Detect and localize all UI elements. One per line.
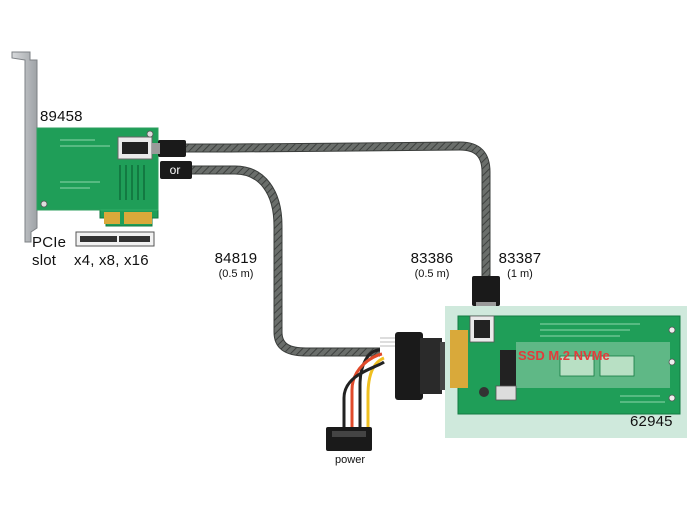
cable-83386-83387 [185,141,491,280]
power-wires [342,337,396,430]
pcie-card [36,127,159,227]
cable-84819-length: (0.5 m) [218,268,254,280]
gold-fingers [104,212,152,224]
card-pcie-label: 89458 [40,108,83,125]
plug-sff-vertical [472,276,500,309]
cable-83386-label: 83386 [410,250,454,267]
pcie-lanes-label: x4, x8, x16 [74,252,149,269]
plug-sff-upper [152,140,186,157]
cable-84819-label: 84819 [214,250,258,267]
or-badge: or [161,161,189,178]
cable-83387-length: (1 m) [507,268,533,280]
cable-83387-label: 83387 [498,250,542,267]
ssd-label: SSD M.2 NVMe [518,348,610,363]
or-badge-text: or [170,163,181,177]
slot-label: slot [32,252,57,269]
pcie-slot [75,231,155,247]
pcie-bracket [11,51,38,243]
sata-power-plug [326,427,372,451]
power-label: power [335,454,365,466]
cable-83386-length: (0.5 m) [414,268,450,280]
pcie-label: PCIe [32,234,67,251]
u2-connector [395,332,446,400]
adapter-label: 62945 [630,413,673,430]
adapter-board-62945 [445,306,687,438]
cable-84819 [190,165,380,357]
